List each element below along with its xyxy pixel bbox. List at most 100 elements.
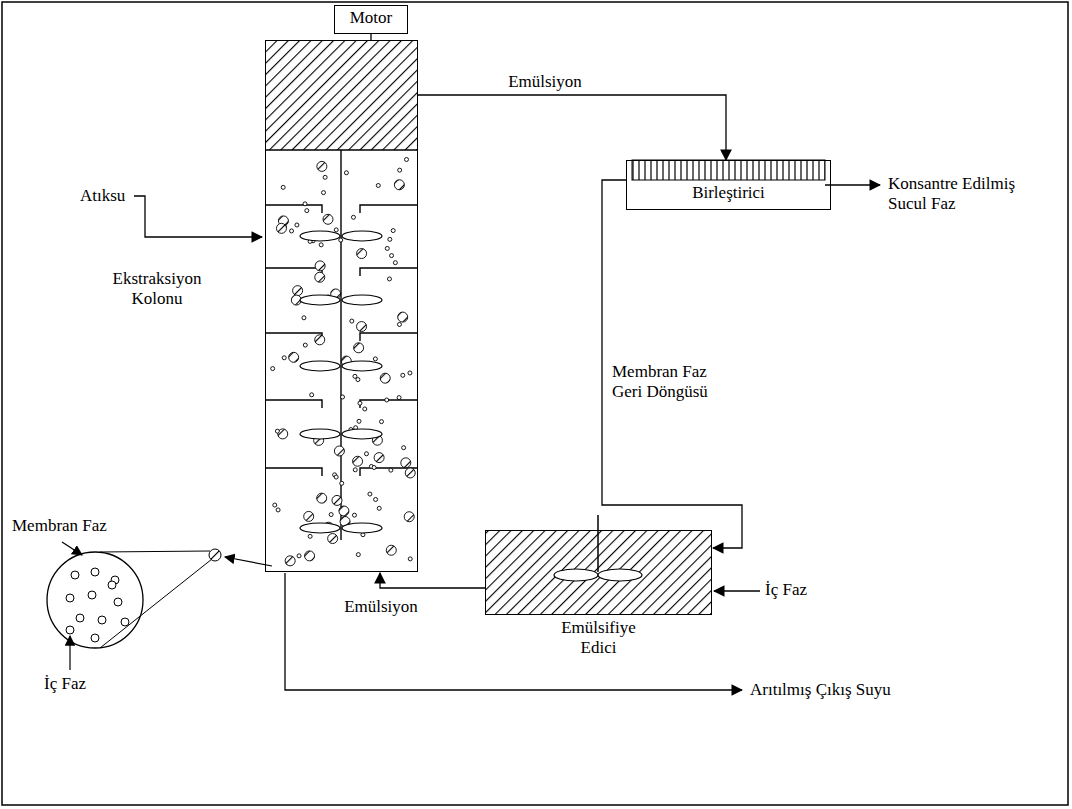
emulsion-globule [285, 556, 295, 566]
internal-droplet [66, 594, 74, 602]
flow-connector [602, 180, 742, 548]
impeller [300, 523, 340, 533]
water-droplet [397, 322, 401, 326]
water-droplet [305, 209, 309, 213]
emulsifier-impeller [554, 569, 598, 581]
emulsion-globule [405, 468, 415, 478]
water-droplet [323, 175, 327, 179]
node-label: Ekstraksiyon Kolonu [101, 269, 213, 310]
emulsion-globule [357, 249, 367, 259]
water-droplet [388, 237, 392, 241]
emulsion-globule [374, 453, 384, 463]
water-droplet [385, 398, 389, 402]
water-droplet [310, 393, 314, 397]
stage-baffle [265, 400, 322, 408]
impeller [342, 295, 382, 305]
water-droplet [319, 243, 323, 247]
water-droplet [363, 407, 367, 411]
magnify-line [100, 551, 210, 552]
water-droplet [377, 506, 381, 510]
emulsifier-box: Emülsifiye Edici [485, 530, 712, 615]
emulsion-globule [293, 286, 303, 296]
coalescer-box: Birleştirici [626, 160, 831, 210]
stream-label: Konsantre Edilmiş Sucul Faz [888, 174, 1028, 215]
water-droplet [353, 468, 357, 472]
concentrate-outlet [825, 184, 880, 185]
stream-label: İç Faz [765, 580, 807, 600]
impeller [300, 429, 340, 439]
water-droplet [356, 378, 360, 382]
stage-baffle [360, 205, 418, 213]
internal-droplet [91, 634, 99, 642]
motor-box: Motor [334, 5, 408, 34]
water-droplet [339, 238, 343, 242]
internal-droplet [91, 568, 99, 576]
internal-phase-inlet [714, 590, 760, 591]
node-label: Motor [335, 6, 407, 28]
treated-outlet [285, 573, 742, 690]
water-droplet [276, 508, 280, 512]
emulsion-globule [380, 373, 390, 383]
emulsion-globule [386, 545, 396, 555]
water-droplet [321, 191, 325, 195]
water-droplet [281, 185, 285, 189]
emulsion-globule [276, 223, 286, 233]
internal-droplet [76, 614, 84, 622]
emulsion-globule [315, 335, 325, 345]
impeller [300, 231, 340, 241]
internal-droplet [71, 571, 79, 579]
emulsion-globule [334, 446, 344, 456]
wastewater-inlet [134, 196, 262, 237]
water-droplet [387, 277, 391, 281]
callout-label: İç Faz [44, 674, 86, 694]
emulsion-globule [332, 495, 342, 505]
water-droplet [358, 401, 362, 405]
water-droplet [341, 395, 345, 399]
water-droplet [372, 466, 376, 470]
internal-droplet [121, 618, 129, 626]
emulsion-globule [304, 511, 314, 521]
stage-baffle [360, 333, 418, 341]
water-droplet [334, 228, 338, 232]
emulsion-globule [404, 512, 414, 522]
water-droplet [282, 356, 286, 360]
impeller [342, 429, 382, 439]
internal-droplet [108, 581, 116, 589]
stream-label: Arıtılmış Çıkış Suyu [750, 680, 891, 700]
internal-droplet [114, 598, 122, 606]
coalescer-element [632, 160, 825, 180]
emulsion-globule [315, 261, 325, 271]
water-droplet [380, 420, 384, 424]
emulsion-globule [315, 272, 325, 282]
water-droplet [334, 475, 338, 479]
flow-connector [380, 573, 485, 588]
water-droplet [275, 429, 279, 433]
water-droplet [340, 481, 344, 485]
emulsifier-shaft [597, 515, 599, 572]
stream-label: Emülsiyon [336, 597, 426, 617]
emulsion-globule [317, 161, 327, 171]
internal-droplet [98, 616, 106, 624]
water-droplet [303, 343, 307, 347]
water-droplet [351, 215, 355, 219]
emulsion-globule [305, 551, 315, 561]
node-label: Emülsifiye Edici [486, 618, 711, 659]
stage-baffle [360, 268, 418, 276]
stream-label: Membran Faz Geri Döngüsü [612, 362, 730, 403]
water-droplet [408, 371, 412, 375]
water-droplet [344, 171, 348, 175]
column-internals [265, 150, 418, 566]
impeller [342, 231, 382, 241]
water-droplet [393, 261, 397, 265]
water-droplet [402, 446, 406, 450]
node-label: Birleştirici [627, 161, 830, 203]
water-droplet [302, 316, 306, 320]
emulsion-globule [209, 549, 221, 561]
impeller [342, 361, 382, 371]
internal-droplets [66, 568, 129, 642]
water-droplet [297, 554, 301, 558]
stream-label: Atıksu [80, 186, 125, 206]
